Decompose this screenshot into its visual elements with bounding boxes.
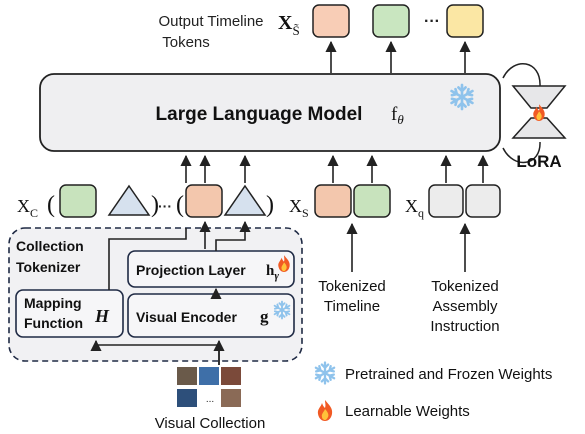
lora-loop-bottom [502, 141, 541, 164]
legend-snowflake-icon [314, 361, 336, 385]
xs-symbol: XS [289, 196, 309, 220]
arrow-projection-token-triangle [215, 220, 251, 251]
collection-tokenizer-title-2: Tokenizer [16, 259, 81, 275]
lora-loop-top [502, 62, 541, 87]
visual-collection-thumbnails: ... [177, 367, 241, 407]
output-token-yellow [446, 4, 484, 38]
collection-token-green [59, 184, 97, 218]
mapping-output-line [108, 228, 187, 290]
thumbnail-4 [177, 389, 197, 407]
tokenized-instruction-line1: Tokenized [431, 278, 499, 295]
visual-collection-label: Visual Collection [155, 415, 266, 432]
thumbnail-2 [199, 367, 219, 385]
tokenized-timeline-line2: Timeline [324, 298, 380, 315]
lora-upper-trapezoid [511, 85, 567, 109]
output-ellipsis: ··· [424, 13, 440, 30]
output-token-orange [312, 4, 350, 38]
collection-token-triangle-2 [223, 184, 267, 216]
output-symbol: XS̃ [278, 12, 300, 38]
output-token-green [372, 4, 410, 38]
mapping-function-symbol: H [94, 306, 110, 326]
projection-layer-symbol: hγ [266, 263, 279, 282]
instruction-token-1 [428, 184, 464, 218]
timeline-token-green [353, 184, 391, 218]
legend-learnable-label: Learnable Weights [345, 403, 470, 420]
output-label-line1: Output Timeline [158, 13, 263, 30]
legend-frozen-label: Pretrained and Frozen Weights [345, 366, 552, 383]
output-label-line2: Tokens [162, 34, 210, 51]
thumbnail-5 [221, 389, 241, 407]
collection-token-triangle-1 [107, 184, 151, 216]
visual-encoder-label: Visual Encoder [136, 309, 237, 325]
collection-tokenizer-title-1: Collection [16, 238, 84, 254]
projection-layer-label: Projection Layer [136, 262, 246, 278]
xc-paren-close-2: ) [266, 192, 274, 218]
collection-token-orange [185, 184, 223, 218]
mapping-function-label-1: Mapping [24, 295, 82, 311]
tokenized-instruction-line3: Instruction [430, 318, 499, 335]
lora-label: LoRA [516, 152, 561, 171]
xc-symbol: XC [17, 196, 38, 220]
llm-function-symbol: fθ [391, 104, 404, 127]
thumbnail-3 [221, 367, 241, 385]
llm-box [39, 73, 501, 152]
xq-symbol: Xq [405, 196, 424, 220]
mapping-function-label-2: Function [24, 315, 83, 331]
token-ellipsis: ··· [158, 198, 172, 214]
visual-encoder-symbol: g [260, 307, 269, 326]
xc-paren-close-1: ) [151, 192, 159, 218]
thumbnail-1 [177, 367, 197, 385]
timeline-token-orange [314, 184, 352, 218]
xc-paren-open-2: ( [176, 192, 184, 218]
xc-paren-open-1: ( [47, 192, 55, 218]
legend-fire-icon [317, 400, 333, 421]
mapping-function-box [15, 289, 124, 338]
thumbnail-ellipsis: ... [206, 394, 214, 405]
projection-layer-box [127, 250, 295, 288]
instruction-token-2 [465, 184, 501, 218]
tokenized-timeline-line1: Tokenized [318, 278, 386, 295]
tokenized-instruction-line2: Assembly [432, 298, 498, 315]
llm-title: Large Language Model [156, 104, 363, 125]
